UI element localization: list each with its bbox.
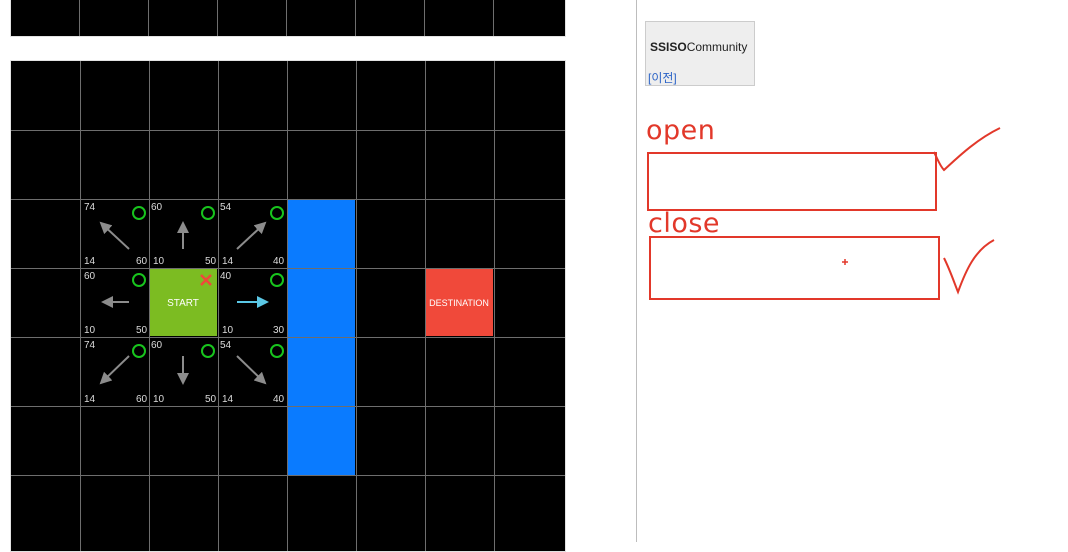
destination-label: DESTINATION — [429, 298, 489, 308]
f-cost-label: 60 — [136, 256, 148, 267]
pathfinding-grid[interactable]: START DESTINATION 74 14 60 60 10 50 54 1… — [10, 60, 566, 552]
g-cost-label: 54 — [220, 340, 232, 351]
brand-rest: Community — [686, 40, 748, 54]
h-cost-label: 10 — [153, 394, 165, 405]
grid-line — [11, 475, 565, 476]
g-cost-label: 74 — [84, 202, 96, 213]
h-cost-label: 14 — [222, 256, 234, 267]
grid-line — [11, 199, 565, 200]
neighbor-arrows — [99, 221, 269, 385]
h-cost-label: 14 — [84, 394, 96, 405]
prev-link[interactable]: [이전] — [648, 71, 677, 85]
g-cost-label: 40 — [220, 271, 232, 282]
grid-line — [287, 61, 288, 551]
open-annotation-label: open — [646, 115, 716, 146]
h-cost-label: 10 — [222, 325, 234, 336]
grid-line — [425, 61, 426, 551]
panel-divider — [636, 0, 637, 542]
open-list-circle — [132, 273, 146, 287]
grid-line — [11, 406, 565, 407]
g-cost-label: 74 — [84, 340, 96, 351]
top-grid-strip — [10, 0, 566, 37]
brand-bold: SSISO — [650, 40, 687, 54]
f-cost-label: 40 — [273, 256, 285, 267]
grid-line — [424, 0, 425, 36]
f-cost-label: 50 — [136, 325, 148, 336]
grid-line — [217, 0, 218, 36]
grid-line — [494, 61, 495, 551]
g-cost-label: 60 — [151, 202, 163, 213]
grid-line — [11, 268, 565, 269]
grid-line — [79, 0, 80, 36]
open-list-circle — [201, 344, 215, 358]
grid-line — [149, 61, 150, 551]
h-cost-label: 14 — [222, 394, 234, 405]
h-cost-label: 10 — [84, 325, 96, 336]
g-cost-label: 60 — [151, 340, 163, 351]
grid-line — [218, 61, 219, 551]
open-annotation-box — [647, 152, 937, 211]
close-annotation-box — [649, 236, 940, 300]
close-annotation-label: close — [648, 208, 721, 239]
grid-line — [493, 0, 494, 36]
start-label: START — [167, 298, 199, 309]
g-cost-label: 60 — [84, 271, 96, 282]
open-list-circle — [132, 344, 146, 358]
brand-name: SSISOCommunity — [650, 40, 747, 54]
h-cost-label: 10 — [153, 256, 165, 267]
grid-line — [356, 61, 357, 551]
grid-line — [148, 0, 149, 36]
g-cost-label: 54 — [220, 202, 232, 213]
f-cost-label: 50 — [205, 394, 217, 405]
grid-line — [11, 130, 565, 131]
f-cost-label: 60 — [136, 394, 148, 405]
grid-line — [355, 0, 356, 36]
open-list-circle — [270, 344, 284, 358]
open-list-circle — [270, 273, 284, 287]
community-card: SSISOCommunity [이전] — [645, 21, 755, 86]
f-cost-label: 40 — [273, 394, 285, 405]
grid-line — [286, 0, 287, 36]
f-cost-label: 50 — [205, 256, 217, 267]
grid-line — [11, 337, 565, 338]
closed-x-icon — [200, 274, 212, 286]
grid-line — [80, 61, 81, 551]
f-cost-label: 30 — [273, 325, 285, 336]
open-list-circle — [270, 206, 284, 220]
h-cost-label: 14 — [84, 256, 96, 267]
open-list-circle — [132, 206, 146, 220]
open-list-circle — [201, 206, 215, 220]
destination-cell[interactable] — [425, 268, 493, 336]
